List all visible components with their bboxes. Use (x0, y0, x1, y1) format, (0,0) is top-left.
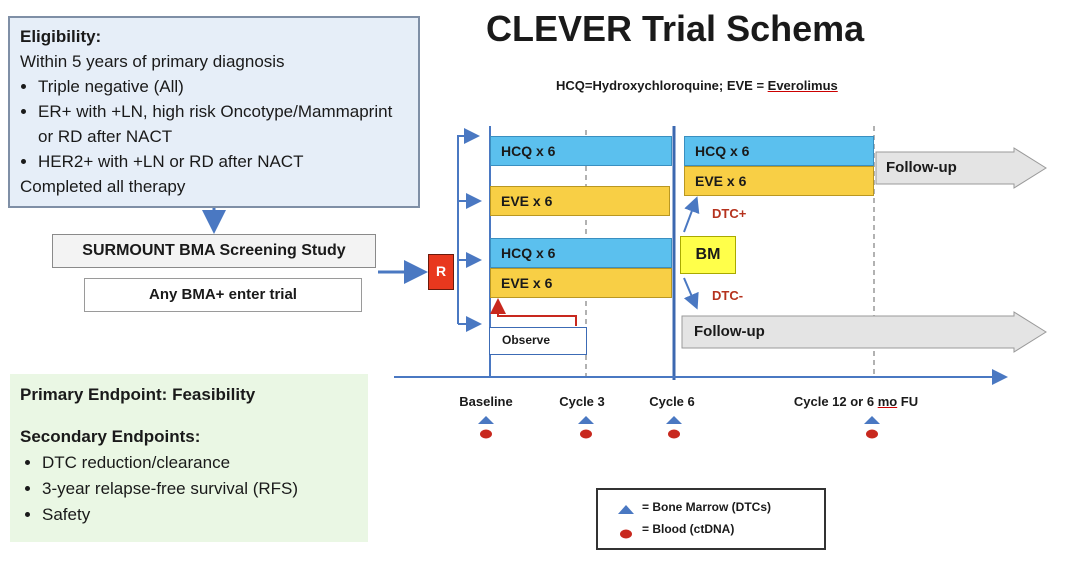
blood-marker-baseline (480, 429, 492, 439)
arm3-eve-bar: EVE x 6 (490, 268, 672, 298)
blood-marker-cycle12 (866, 429, 878, 439)
arrow-dtc-positive (683, 196, 700, 233)
blood-legend-icon (620, 529, 632, 539)
blood-marker-cycle6 (668, 429, 680, 439)
followup-top-arrow (875, 147, 1047, 189)
eligibility-item: Triple negative (All) (38, 74, 408, 99)
tick-label-cycle12-part1: Cycle 12 or 6 (793, 394, 878, 409)
bone-marrow-marker-baseline (478, 416, 494, 424)
followup-top-label: Follow-up (886, 159, 957, 176)
post-hcq-bar: HCQ x 6 (684, 136, 874, 166)
secondary-endpoint-item: DTC reduction/clearance (42, 450, 358, 476)
primary-endpoint: Primary Endpoint: Feasibility (20, 385, 256, 404)
bone-marrow-marker-cycle3 (578, 416, 594, 424)
marker-legend: = Bone Marrow (DTCs) = Blood (ctDNA) (596, 488, 826, 550)
endpoints-box: Primary Endpoint: Feasibility Secondary … (10, 374, 368, 542)
tick-label-cycle3: Cycle 3 (559, 394, 605, 409)
followup-bottom-label: Follow-up (694, 323, 765, 340)
arrow-branch-top (457, 128, 480, 276)
post-eve-bar: EVE x 6 (684, 166, 874, 196)
blood-marker-cycle3 (580, 429, 592, 439)
arm1-hcq-bar: HCQ x 6 (490, 136, 672, 166)
page-title: CLEVER Trial Schema (486, 8, 865, 49)
eligibility-list: Triple negative (All) ER+ with +LN, high… (20, 74, 408, 174)
tick-label-cycle6: Cycle 6 (649, 394, 695, 409)
abbreviation-legend: HCQ=Hydroxychloroquine; EVE = Everolimus (556, 78, 838, 93)
tick-label-cycle12-part3: FU (897, 394, 919, 409)
bone-marrow-marker-cycle12 (864, 416, 880, 424)
bone-marrow-legend-icon (618, 505, 634, 514)
tick-label-cycle12: Cycle 12 or 6 mo FU (794, 394, 918, 409)
secondary-endpoint-item: 3-year relapse-free survival (RFS) (42, 476, 358, 502)
screening-study-box: SURMOUNT BMA Screening Study (52, 234, 376, 268)
arm2-eve-bar: EVE x 6 (490, 186, 670, 216)
secondary-endpoints-list: DTC reduction/clearance 3-year relapse-f… (20, 450, 358, 528)
dtc-positive-label: DTC+ (712, 206, 747, 221)
randomize-box: R (428, 254, 454, 290)
tick-label-baseline: Baseline (459, 394, 513, 409)
abbreviation-hcq: HCQ=Hydroxychloroquine; EVE = (556, 78, 768, 93)
trial-entry-box: Any BMA+ enter trial (84, 278, 362, 312)
followup-bottom-arrow (681, 311, 1047, 353)
eligibility-box: Eligibility: Within 5 years of primary d… (8, 16, 420, 208)
observe-box: Observe (489, 327, 587, 355)
arm3-hcq-bar: HCQ x 6 (490, 238, 672, 268)
legend-symbols (618, 505, 634, 539)
legend-blood: = Blood (ctDNA) (642, 522, 735, 536)
legend-bone-marrow: = Bone Marrow (DTCs) (642, 500, 772, 514)
tick-label-cycle12-part2: mo (877, 394, 898, 409)
abbreviation-eve: Everolimus (767, 78, 838, 93)
eligibility-item: HER2+ with +LN or RD after NACT (38, 149, 408, 174)
bone-marrow-box: BM (680, 236, 736, 274)
eligibility-heading: Eligibility: (20, 27, 102, 46)
timepoint-markers (478, 416, 880, 439)
eligibility-intro: Within 5 years of primary diagnosis (20, 52, 285, 71)
secondary-endpoint-item: Safety (42, 502, 358, 528)
secondary-endpoints-heading: Secondary Endpoints: (20, 427, 201, 446)
eligibility-outro: Completed all therapy (20, 177, 186, 196)
bone-marrow-marker-cycle6 (666, 416, 682, 424)
dtc-negative-label: DTC- (712, 288, 744, 303)
crossover-arrow (490, 298, 577, 326)
arrow-dtc-negative (683, 277, 699, 310)
eligibility-item: ER+ with +LN, high risk Oncotype/Mammapr… (38, 99, 408, 149)
